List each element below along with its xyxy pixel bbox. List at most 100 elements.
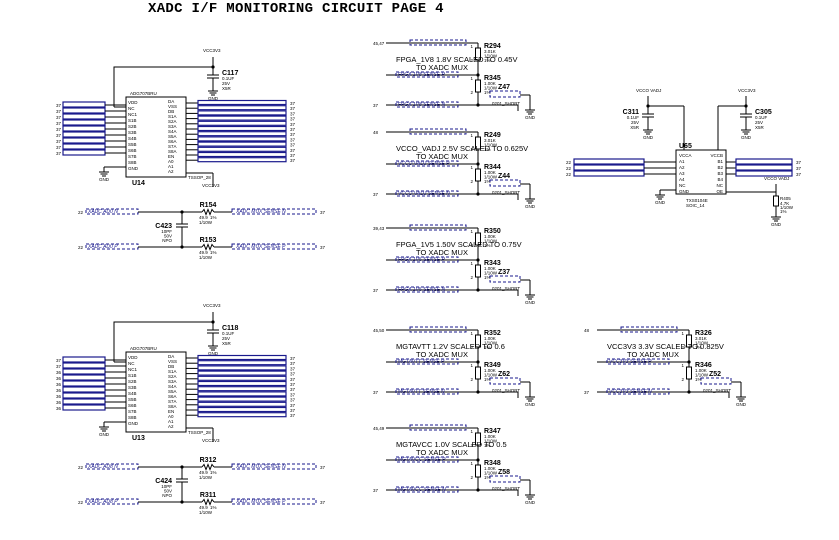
- page-ref: 37: [290, 382, 296, 387]
- short-box: [700, 377, 732, 385]
- page-ref: 22: [566, 166, 572, 171]
- net-label-box: [409, 224, 467, 231]
- ic-pin-name: S8A: [168, 404, 177, 409]
- ic-pin-name: A0: [168, 159, 174, 164]
- ic-pin-name: A1: [168, 419, 174, 424]
- short-label: 0201_SHORT: [703, 388, 731, 393]
- ic-pin-name: B4: [717, 177, 723, 182]
- page-ref: 36: [56, 394, 62, 399]
- net-label-box: [197, 396, 287, 402]
- resistor-value: 1%: [484, 90, 491, 95]
- net-label-box: [62, 101, 106, 108]
- ground-label: GND: [655, 200, 666, 205]
- resistor-value: 1/10W: [484, 54, 498, 59]
- resistor-value: 1%: [484, 345, 491, 350]
- page-ref: 37: [290, 377, 296, 382]
- resistor-body: [475, 79, 481, 93]
- ground-label: GND: [741, 135, 752, 140]
- ic-pin-name: VCCB: [710, 153, 723, 158]
- resistor-ref: R326: [695, 330, 712, 337]
- ground-label: GND: [525, 300, 536, 305]
- ic-pin-name: NC: [128, 106, 135, 111]
- page-ref: 45,47: [373, 41, 385, 46]
- net-label-text: XADC AD8 P: [87, 499, 118, 505]
- resistor-value: 3.01K: [484, 49, 496, 54]
- resistor-value: 1/10W: [780, 205, 794, 210]
- net-label-box: [197, 115, 287, 121]
- junction-dot: [476, 488, 480, 492]
- capacitor-value: X5R: [755, 125, 765, 130]
- net-label-box: [197, 380, 287, 387]
- junction-dot: [476, 103, 480, 107]
- net-label-box: [409, 326, 467, 333]
- ic-pin-name: A0: [168, 414, 174, 419]
- ground-label: GND: [771, 222, 782, 227]
- ground-label: GND: [643, 135, 654, 140]
- resistor-value: 4.7K: [780, 201, 789, 206]
- resistor-ref: R352: [484, 330, 501, 337]
- ic-pin-name: A1: [168, 164, 174, 169]
- ic-pin-name: DB: [168, 109, 174, 114]
- page-ref: 36: [56, 382, 62, 387]
- net-label-box: [62, 113, 106, 120]
- resistor-value: 3.01K: [484, 138, 496, 143]
- short-box: [489, 179, 521, 187]
- net-label-box: [85, 208, 139, 215]
- ground-label: GND: [208, 351, 219, 356]
- pin-number: 1: [470, 165, 473, 170]
- ic-reference: U65: [679, 143, 692, 150]
- page-ref: 37: [56, 121, 62, 126]
- resistor-value: 1.00K: [484, 170, 496, 175]
- net-label-box: [606, 388, 670, 395]
- ic-pin-name: S8B: [128, 160, 137, 165]
- net-label-box: [197, 99, 287, 106]
- divider-caption: VCCO_VADJ 2.5V SCALED TO 0.625V: [396, 144, 528, 153]
- divider-caption: TO XADC MUX: [416, 152, 468, 161]
- net-label-box: [85, 498, 139, 505]
- page-ref: 22: [566, 172, 572, 177]
- ic-pin-name: B1: [717, 159, 723, 164]
- resistor-body: [475, 366, 481, 380]
- net-label-text: VCCO VADJ SENSE N: [398, 191, 450, 197]
- short-label: 0201_SHORT: [492, 286, 520, 291]
- short-box: [489, 475, 521, 483]
- net-label-box: [62, 149, 106, 156]
- capacitor-ref: C117: [222, 70, 238, 77]
- page-ref: 37: [320, 465, 326, 470]
- page-ref: 37: [290, 356, 296, 361]
- resistor-body: [201, 463, 215, 471]
- page-ref: 37: [584, 390, 590, 395]
- divider-caption: FPGA_1V5 1.50V SCALED TO 0.75V: [396, 240, 522, 249]
- ic-pin-name: A2: [168, 424, 174, 429]
- net-label-box: [62, 131, 106, 138]
- ic-reference: U13: [132, 435, 145, 442]
- net-label-text: VCC3V3 SENSE N: [609, 389, 652, 395]
- net-label-box: [197, 110, 287, 116]
- ground-label: GND: [525, 115, 536, 120]
- net-label-box: [197, 354, 287, 361]
- net-label-text: MGTAVCC SENSE N: [398, 487, 446, 493]
- ic-pin-name: S4B: [128, 136, 137, 141]
- net-label-box: [395, 286, 459, 293]
- ic-pin-name: S6A: [168, 394, 177, 399]
- ic-pin-name: S2B: [128, 379, 137, 384]
- ic-pin-name: S5B: [128, 397, 137, 402]
- capacitor-value: 25V: [222, 81, 230, 86]
- ic-pin-name: A4: [679, 177, 685, 182]
- resistor-value: 1%: [210, 470, 217, 475]
- net-label-box: [197, 391, 287, 397]
- junction-dot: [180, 210, 184, 214]
- ic-pin-name: S6B: [128, 148, 137, 153]
- resistor-value: 1/10W: [484, 341, 498, 346]
- ground-label: GND: [525, 500, 536, 505]
- net-label-box: [197, 401, 287, 407]
- page-ref: 37: [290, 413, 296, 418]
- page-ref: 37: [290, 132, 296, 137]
- ic-pin-name: S8A: [168, 149, 177, 154]
- short-reference: Z62: [498, 371, 510, 378]
- net-label-box: [735, 158, 793, 165]
- net-label-box: [395, 358, 459, 365]
- net-label-box: [573, 158, 645, 165]
- page-ref: 48: [584, 328, 590, 333]
